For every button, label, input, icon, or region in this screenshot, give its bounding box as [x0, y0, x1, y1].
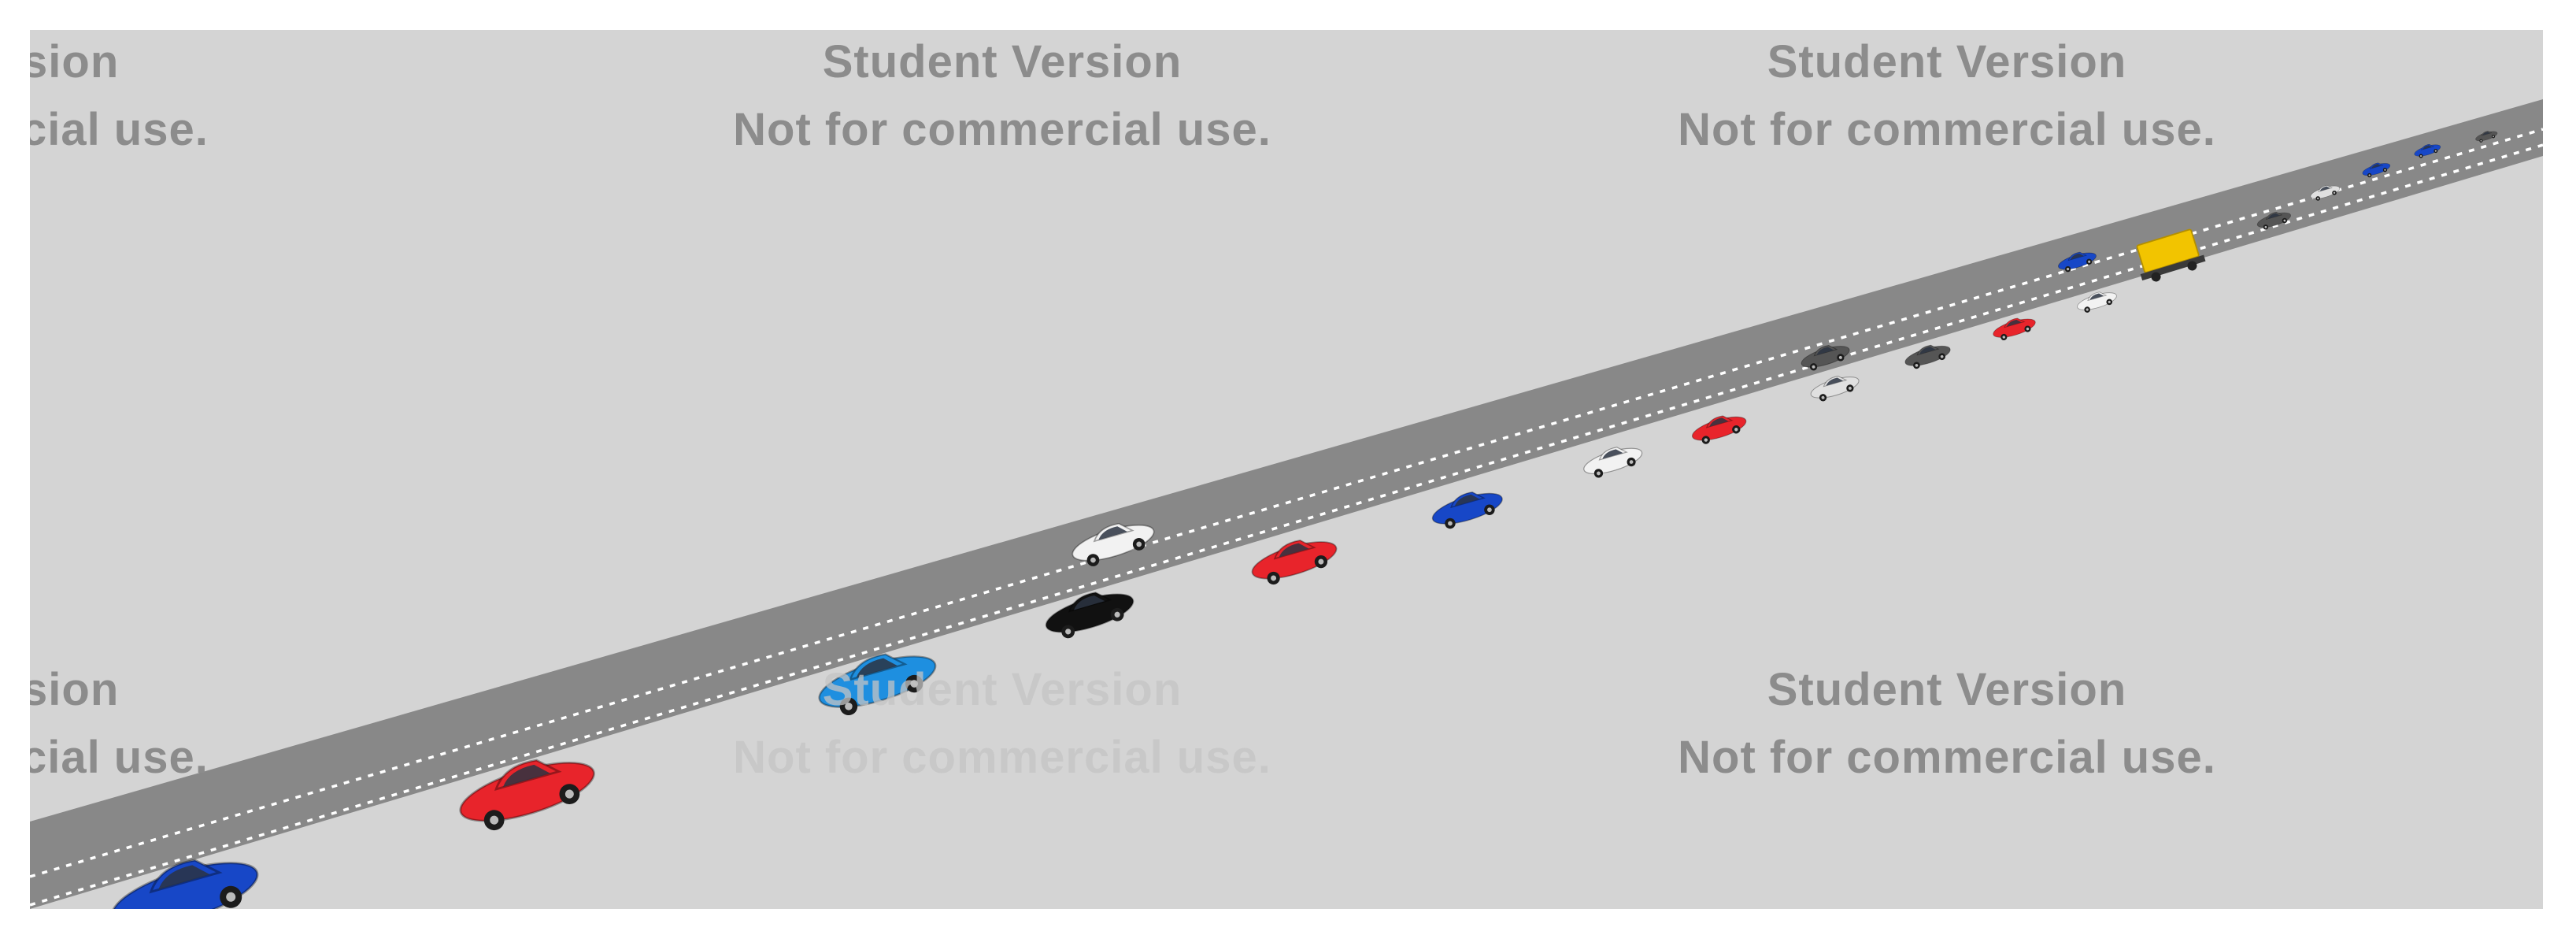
car [2256, 211, 2291, 230]
car [2362, 162, 2391, 178]
car [1045, 592, 1134, 639]
car [1810, 375, 1860, 402]
car [1904, 344, 1951, 369]
lane-line [30, 128, 2543, 878]
simulation-viewport: Student Version Not for commercial use. … [30, 30, 2543, 909]
car [2414, 143, 2441, 158]
lane-line [30, 143, 2543, 907]
car [2077, 291, 2117, 313]
car [2310, 185, 2341, 201]
car [1801, 344, 1850, 371]
car [1583, 447, 1643, 478]
car [1691, 415, 1747, 444]
truck [2136, 228, 2206, 282]
car [1431, 492, 1503, 529]
car [1251, 540, 1338, 585]
car [1993, 317, 2036, 341]
car [818, 653, 937, 716]
traffic-scene [30, 99, 2543, 909]
car [2058, 251, 2097, 273]
car [1071, 522, 1155, 566]
car [111, 859, 259, 909]
car [2475, 131, 2498, 143]
car [459, 759, 595, 831]
